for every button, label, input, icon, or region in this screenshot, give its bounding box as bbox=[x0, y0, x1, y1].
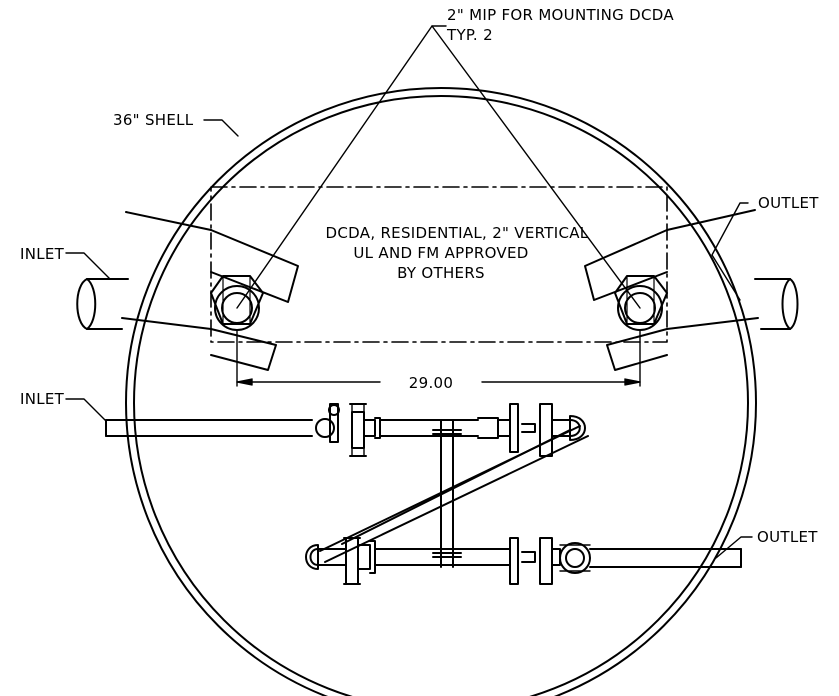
inlet-upper-label: INLET bbox=[20, 245, 65, 263]
upper-inlet-pipe bbox=[76, 278, 129, 330]
dimension-value: 29.00 bbox=[409, 374, 453, 392]
dcda-note-line1: DCDA, RESIDENTIAL, 2" VERTICAL bbox=[326, 224, 589, 242]
right-angled-supports bbox=[584, 209, 759, 371]
shell-36in bbox=[125, 87, 757, 696]
left-mounting-hex-nut bbox=[210, 275, 264, 331]
left-angled-supports bbox=[121, 211, 299, 371]
mip-callout-line2: TYP. 2 bbox=[446, 26, 493, 44]
shell-label: 36" SHELL bbox=[113, 111, 194, 129]
inlet-lower-label: INLET bbox=[20, 390, 65, 408]
mip-callout-line1: 2" MIP FOR MOUNTING DCDA bbox=[447, 6, 674, 24]
dcda-envelope-box bbox=[210, 186, 668, 343]
dimension-29 bbox=[236, 329, 641, 387]
outlet-lower-label: OUTLET bbox=[757, 528, 818, 546]
outlet-upper-label: OUTLET bbox=[758, 194, 819, 212]
annotations: 2" MIP FOR MOUNTING DCDA TYP. 2 36" SHEL… bbox=[20, 6, 819, 546]
upper-outlet-pipe bbox=[754, 278, 799, 330]
leader-lines bbox=[65, 25, 753, 559]
lower-bypass-run bbox=[305, 537, 742, 585]
upper-bypass-run bbox=[105, 403, 586, 457]
bypass-crossover-pipes bbox=[319, 419, 589, 568]
dcda-note-line2: UL AND FM APPROVED bbox=[353, 244, 528, 262]
dcda-note-line3: BY OTHERS bbox=[397, 264, 485, 282]
